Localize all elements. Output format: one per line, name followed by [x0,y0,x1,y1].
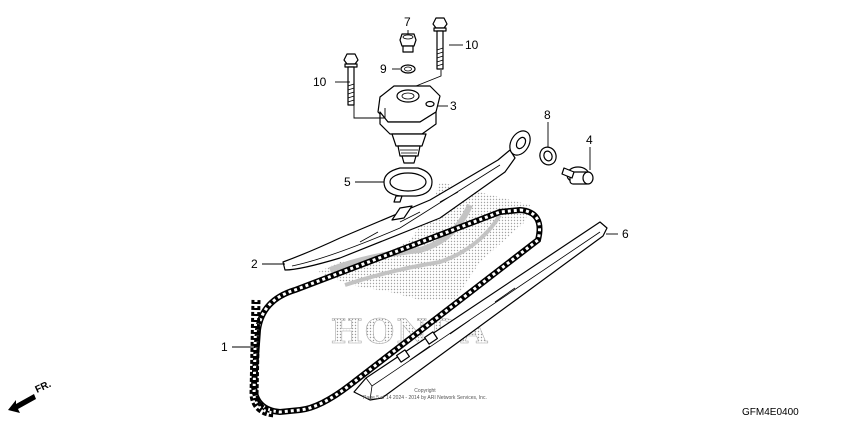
gasket-part-5 [383,167,433,203]
callout-5: 5 [344,175,351,189]
pivot-bolt-part-4 [561,166,594,185]
callout-10-left: 10 [313,75,327,89]
callout-3: 3 [450,99,457,113]
cam-chain-part-1 [249,206,543,418]
leader-lines [232,30,618,348]
washer-part-9 [400,64,416,74]
copyright-line-2: Page 5 of 14 2024 - 2014 by ARI Network … [363,395,487,401]
copyright-line-1: Copyright [414,388,436,394]
callout-4: 4 [586,133,593,147]
diagram-code: GFM4E0400 [742,407,799,418]
sealing-bolt-part-7 [399,33,417,53]
tensioner-slipper-part-2 [282,130,531,271]
tensioner-lifter-part-3 [377,85,441,164]
callout-10-right: 10 [465,38,479,52]
callout-7: 7 [404,15,411,29]
arrow-icon [8,394,36,413]
front-direction-indicator: FR. [8,379,53,413]
front-label: FR. [34,379,53,396]
flange-bolt-part-10-right [432,17,448,70]
flange-bolt-part-10-left [343,53,359,106]
callout-6: 6 [622,227,629,241]
callout-2: 2 [251,257,258,271]
callout-9: 9 [380,62,387,76]
chain-guide-part-6 [353,221,608,401]
callout-1: 1 [221,340,228,354]
washer-ring-part-8 [539,146,557,166]
callout-8: 8 [544,108,551,122]
